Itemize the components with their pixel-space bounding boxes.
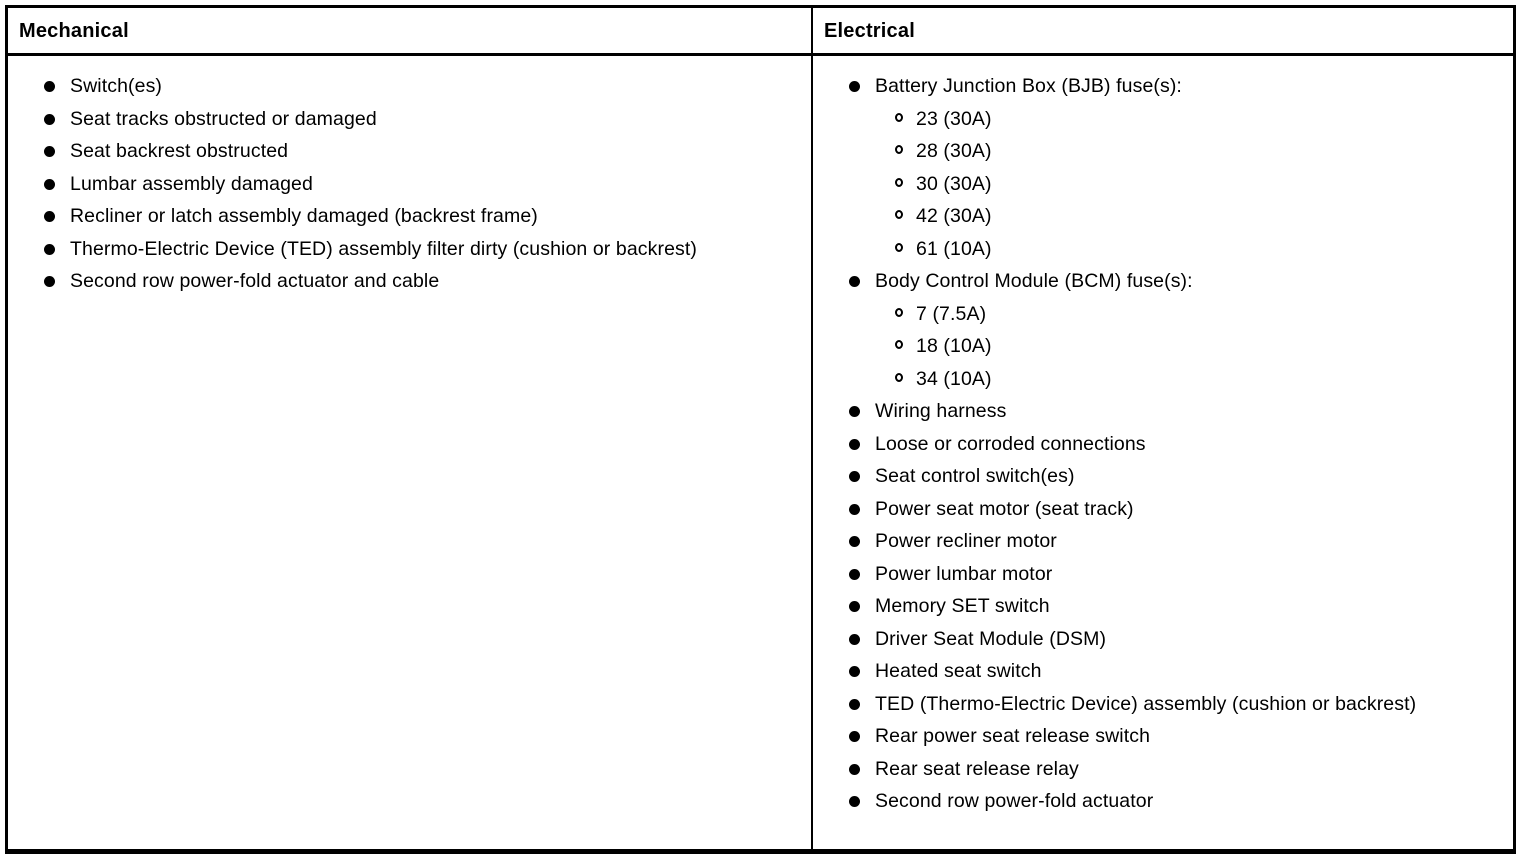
list-item: Heated seat switch	[813, 655, 1505, 688]
column-header-electrical: Electrical	[811, 8, 1513, 53]
sub-list-item-text: 42 (30A)	[916, 205, 992, 227]
filled-bullet-icon	[849, 601, 860, 612]
list-item-text: Heated seat switch	[875, 660, 1042, 682]
list-item-text: Seat backrest obstructed	[70, 140, 289, 162]
list-item-text: Second row power-fold actuator and cable	[70, 270, 440, 292]
filled-bullet-icon	[849, 763, 860, 775]
electrical-causes-cell: Battery Junction Box (BJB) fuse(s): 23 (3…	[811, 56, 1513, 849]
circle-bullet-icon	[895, 307, 903, 317]
list-item-text: Rear power seat release switch	[875, 725, 1151, 747]
list-item-text: Seat tracks obstructed or damaged	[70, 107, 377, 130]
filled-bullet-icon	[44, 113, 55, 125]
filled-bullet-icon	[44, 81, 55, 92]
filled-bullet-icon	[849, 568, 860, 580]
filled-bullet-icon	[44, 178, 55, 190]
sub-list-item-text: 28 (30A)	[916, 140, 992, 162]
list-item-text: TED (Thermo-Electric Device) assembly (c…	[875, 692, 1417, 715]
sub-list-item: 28 (30A)	[813, 135, 1505, 168]
filled-bullet-icon	[849, 471, 860, 482]
sub-list-item-text: 7 (7.5A)	[916, 302, 987, 325]
filled-bullet-icon	[849, 406, 860, 417]
list-item: Rear seat release relay	[813, 753, 1505, 786]
list-item-text: Switch(es)	[70, 75, 163, 97]
list-item: Rear power seat release switch	[813, 720, 1505, 753]
list-item-text: Driver Seat Module (DSM)	[875, 627, 1107, 650]
list-item-text: Power recliner motor	[875, 530, 1057, 552]
sub-list-item-text: 34 (10A)	[916, 367, 992, 390]
circle-bullet-icon	[895, 145, 903, 154]
filled-bullet-icon	[849, 731, 860, 742]
table-body-row: Switch(es) Seat tracks obstructed or dama…	[8, 56, 1513, 849]
list-item: TED (Thermo-Electric Device) assembly (c…	[813, 688, 1505, 721]
list-item-text: Seat control switch(es)	[875, 465, 1075, 487]
list-item-text: Power lumbar motor	[875, 562, 1053, 585]
filled-bullet-icon	[44, 146, 55, 157]
filled-bullet-icon	[849, 438, 860, 450]
list-item: Second row power-fold actuator and cable	[8, 265, 803, 298]
sub-list-item: 30 (30A)	[813, 168, 1505, 201]
electrical-causes-list: Battery Junction Box (BJB) fuse(s): 23 (3…	[813, 70, 1505, 818]
list-item-text: Wiring harness	[875, 400, 1007, 422]
filled-bullet-icon	[44, 276, 55, 287]
sub-list-item: 18 (10A)	[813, 330, 1505, 363]
sub-list-item: 42 (30A)	[813, 200, 1505, 233]
mechanical-causes-list: Switch(es) Seat tracks obstructed or dama…	[8, 70, 803, 298]
list-item: Switch(es)	[8, 70, 803, 103]
list-item-text: Recliner or latch assembly damaged (back…	[70, 205, 538, 227]
list-item: Loose or corroded connections	[813, 428, 1505, 461]
filled-bullet-icon	[849, 666, 860, 677]
list-item: Power seat motor (seat track)	[813, 493, 1505, 526]
circle-bullet-icon	[895, 177, 903, 187]
list-item-text: Power seat motor (seat track)	[875, 497, 1134, 520]
list-item-text: Loose or corroded connections	[875, 432, 1146, 455]
filled-bullet-icon	[849, 276, 860, 287]
filled-bullet-icon	[849, 796, 860, 807]
sub-list-item-text: 61 (10A)	[916, 237, 992, 260]
filled-bullet-icon	[849, 536, 860, 547]
table-header-row: Mechanical Electrical	[8, 8, 1513, 56]
list-item-text: Second row power-fold actuator	[875, 790, 1154, 812]
filled-bullet-icon	[849, 81, 860, 92]
list-item-text: Battery Junction Box (BJB) fuse(s):	[875, 75, 1182, 97]
list-item-text: Lumbar assembly damaged	[70, 172, 313, 195]
filled-bullet-icon	[44, 243, 55, 255]
list-item-text: Memory SET switch	[875, 595, 1050, 617]
list-item-text: Rear seat release relay	[875, 757, 1079, 780]
list-item: Power recliner motor	[813, 525, 1505, 558]
circle-bullet-icon	[895, 112, 903, 122]
list-item: Body Control Module (BCM) fuse(s):	[813, 265, 1505, 298]
filled-bullet-icon	[849, 698, 860, 710]
list-item: Wiring harness	[813, 395, 1505, 428]
list-item: Seat control switch(es)	[813, 460, 1505, 493]
list-item: Thermo-Electric Device (TED) assembly fi…	[8, 233, 803, 266]
list-item: Recliner or latch assembly damaged (back…	[8, 200, 803, 233]
list-item: Lumbar assembly damaged	[8, 168, 803, 201]
circle-bullet-icon	[895, 242, 903, 252]
list-item: Second row power-fold actuator	[813, 785, 1505, 818]
sub-list-item-text: 23 (30A)	[916, 107, 992, 130]
mechanical-causes-cell: Switch(es) Seat tracks obstructed or dama…	[8, 56, 811, 849]
circle-bullet-icon	[895, 210, 903, 219]
list-item-text: Thermo-Electric Device (TED) assembly fi…	[70, 237, 698, 260]
filled-bullet-icon	[44, 211, 55, 222]
sub-list-item: 7 (7.5A)	[813, 298, 1505, 331]
list-item: Seat backrest obstructed	[8, 135, 803, 168]
sub-list-item: 61 (10A)	[813, 233, 1505, 266]
list-item: Memory SET switch	[813, 590, 1505, 623]
circle-bullet-icon	[895, 340, 903, 349]
sub-list-item: 23 (30A)	[813, 103, 1505, 136]
possible-causes-table: Mechanical Electrical Switch(es) Seat tra…	[5, 5, 1516, 854]
sub-list-item-text: 18 (10A)	[916, 335, 992, 357]
list-item: Seat tracks obstructed or damaged	[8, 103, 803, 136]
sub-list-item: 34 (10A)	[813, 363, 1505, 396]
filled-bullet-icon	[849, 503, 860, 515]
column-header-mechanical: Mechanical	[19, 20, 129, 42]
list-item: Battery Junction Box (BJB) fuse(s):	[813, 70, 1505, 103]
list-item: Power lumbar motor	[813, 558, 1505, 591]
circle-bullet-icon	[895, 372, 903, 382]
filled-bullet-icon	[849, 633, 860, 645]
list-item-text: Body Control Module (BCM) fuse(s):	[875, 270, 1193, 292]
list-item: Driver Seat Module (DSM)	[813, 623, 1505, 656]
sub-list-item-text: 30 (30A)	[916, 172, 992, 195]
